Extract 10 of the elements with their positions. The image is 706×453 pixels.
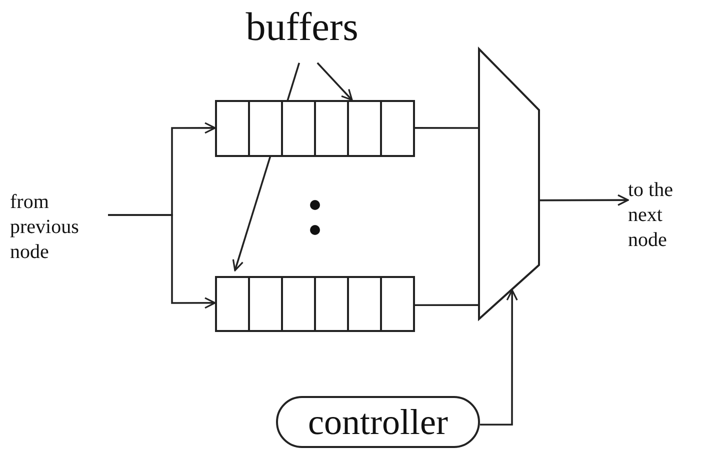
node-text: from previous node [10, 190, 80, 265]
controller-pill: controller [276, 396, 480, 448]
arrow [540, 194, 629, 206]
buffer-queue [215, 276, 415, 332]
node-text: buffers [244, 3, 360, 51]
leader-line [316, 62, 353, 101]
buffer-queue [215, 100, 415, 157]
node-text: to the next node [628, 178, 674, 253]
arrow [480, 289, 518, 426]
arrow [108, 214, 216, 309]
